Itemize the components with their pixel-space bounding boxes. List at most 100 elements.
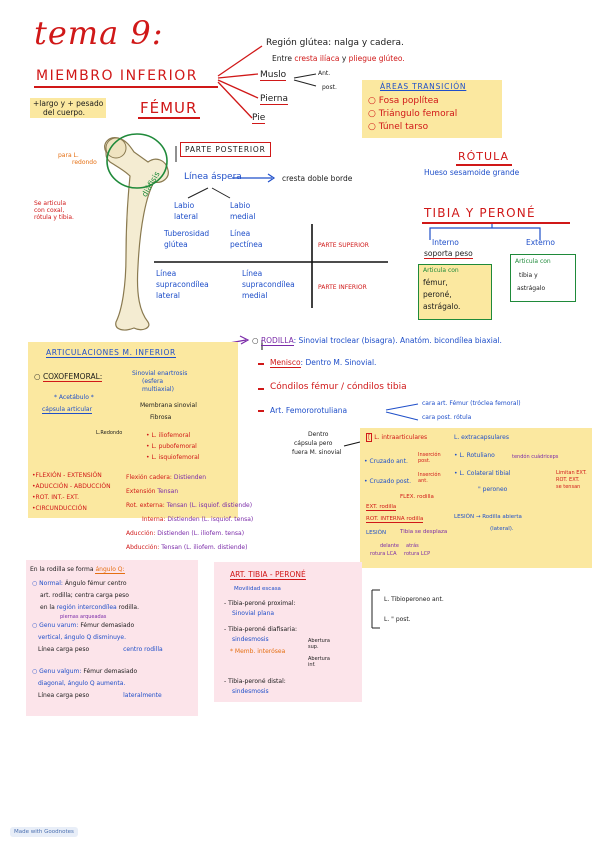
area-item-2: ○ Triángulo femoral [368,109,458,119]
rotula-heading: RÓTULA [458,150,509,163]
femur-heading: FÉMUR [140,99,198,117]
q-normal-2: art. rodilla; centra carga peso [40,592,129,599]
rotula-underline [456,164,512,166]
q-piernas-arqueadas: piernas arqueadas [60,614,107,620]
lig-pubofemoral: • L. pubofemoral [146,443,197,450]
lig-isquiofemoral: • L. isquiofemoral [146,454,200,461]
rodilla-line: ○ RODILLA: Sinovial troclear (bisagra). … [252,336,502,346]
rotura-lca: rotura LCA [370,551,397,557]
q-intro: En la rodilla se forma ángulo Q: [30,566,125,574]
extension-cadera: Extensión Tensan [126,488,179,495]
cresta-doble: cresta doble borde [282,174,353,183]
q-valgum-2: diagonal, ángulo Q aumenta. [38,680,126,687]
region-muslo-ant: Ant. [318,70,331,77]
acetabulo: * Acetábulo * [54,394,94,401]
q-valgum: ○ Genu valgum: Fémur demasiado [32,668,138,675]
tibio-sindesmosis: sindesmosis [232,636,269,643]
tibia-interno: Interno [432,238,459,247]
desplaza-atras: atrás [406,543,419,549]
art-femororotuliana: Art. Femororotuliana [270,406,348,415]
region-glutea: Región glútea: nalga y cadera. [266,38,404,48]
parte-inferior-label: PARTE INFERIOR [318,284,367,291]
tibio-perone-box: ART. TIBIA - PERONÉ Movilidad escasa - T… [214,562,362,702]
l-tibioperoneo-ant: L. Tibioperoneo ant. [384,596,444,603]
sinovial-enartrosis: Sinovial enartrosis (esfera multiaxial) [132,370,188,393]
rot-interna: Interna: Distienden (L. isquiof. tensa) [142,516,254,523]
rotura-lcp: rotura LCP [404,551,431,557]
mov-1: •FLEXIÓN - EXTENSIÓN [32,472,102,479]
flexion-cadera: Flexión cadera: Distienden [126,474,207,481]
lig-extra-title: L. extracapsulares [454,434,509,441]
goodnotes-badge: Made with Goodnotes [10,827,78,837]
tibio-abertura-inf: Abertura inf. [308,656,330,668]
fibrosa: Fibrosa [150,414,172,421]
rot-interna-rodilla: ROT. INTERNA rodilla [366,516,424,523]
femur-bone-illustration [104,137,169,331]
flex-rodilla: FLEX. rodilla [400,494,434,500]
menisco-line: Menisco: Dentro M. Sinovial. [270,358,377,368]
parte-posterior-label: PARTE POSTERIOR [180,142,271,157]
insercion-post: Inserción post. [418,452,441,464]
area-item-3: ○ Túnel tarso [368,122,429,132]
cruzado-ant: • Cruzado ant. [364,458,408,465]
membrana-sinovial: Membrana sinovial [140,402,197,409]
q-varum: ○ Genu varum: Fémur demasiado [32,622,135,629]
q-varum-2: vertical, ángulo Q disminuye. [38,634,127,641]
ext-rodilla: EXT. rodilla [366,504,397,511]
angulo-q-box: En la rodilla se forma ángulo Q: ○ Norma… [26,560,198,716]
lig-iliofemoral: • L. iliofemoral [146,432,191,439]
tibia-desplaza: Tibia se desplaza [400,529,448,535]
lesion-intra: LESIÓN [366,530,387,536]
tibio-movilidad: Movilidad escasa [234,586,281,592]
linea-aspera: Línea áspera [184,172,242,182]
tibio-sinovial-plana: Sinovial plana [232,610,275,617]
tibia-articula-box: Articula con fémur, peroné, astrágalo. [418,264,492,320]
region-pierna: Pierna [260,94,289,105]
lateral-note: (lateral). [490,526,514,532]
miembro-inferior-heading: MIEMBRO INFERIOR [36,68,199,84]
q-normal: ○ Normal: Ángulo fémur centro [32,580,127,587]
ligamentos-box: [ L. intraarticulares L. extracapsulares… [360,428,592,568]
area-item-1: ○ Fosa poplítea [368,96,439,106]
limitan-ext: Limitan EXT.ROT. EXT.se tensan [556,470,587,490]
areas-transicion-box: ÁREAS TRANSICIÓN ○ Fosa poplítea ○ Trián… [362,80,502,138]
region-muslo: Muslo [260,70,287,81]
articulaciones-box: ARTICULACIONES M. INFERIOR ○ COXOFEMORAL… [28,342,238,518]
parte-superior-label: PARTE SUPERIOR [318,242,369,249]
tibia-externo: Externo [526,238,556,247]
coxofemoral-label: ○ COXOFEMORAL: [34,372,103,382]
tibio-proximal: - Tibia-peroné proximal: [224,600,296,607]
region-pie: Pie [252,113,266,124]
tibia-underline [422,222,570,224]
tibia-soporta: soporta peso [424,249,473,259]
dentro-capsula: Dentro cápsula pero fuera M. sinovial [292,431,342,456]
rot-externa: Rot. externa: Tensan (L. isquiof. distie… [126,502,253,509]
insercion-ant: Inserción ant. [418,472,441,484]
tibio-sindesmosis-2: sindesmosis [232,688,269,695]
perone-articula-box: Articula con tibia y astrágalo [510,254,576,302]
l-redondo-cabeza: L.Redondo [96,430,123,436]
rotula-desc: Hueso sesamoide grande [424,168,520,177]
l-rotuliano-desc: tendón cuádriceps [512,454,559,460]
lesion-extra: LESIÓN → Rodilla abierta [454,514,522,520]
region-muslo-post: post. [322,84,337,91]
femur-head-circle [106,133,168,189]
mov-2: •ADUCCIÓN - ABDUCCIÓN [32,483,111,490]
tibio-distal: - Tibia-peroné distal: [224,678,286,685]
abduccion: Abducción: Tensan (L. iliofem. distiende… [126,544,248,551]
l-tibioperoneo-post: L. " post. [384,616,411,623]
articulaciones-title: ARTICULACIONES M. INFERIOR [46,348,176,358]
largo-note: +largo y + pesado del cuerpo. [30,98,107,118]
para-label: para L.redondo [58,152,97,166]
mov-3: •ROT. INT.- EXT. [32,494,80,501]
desplaza-delante: delante [380,543,399,549]
tibio-memb: * Memb. interósea [230,648,286,655]
